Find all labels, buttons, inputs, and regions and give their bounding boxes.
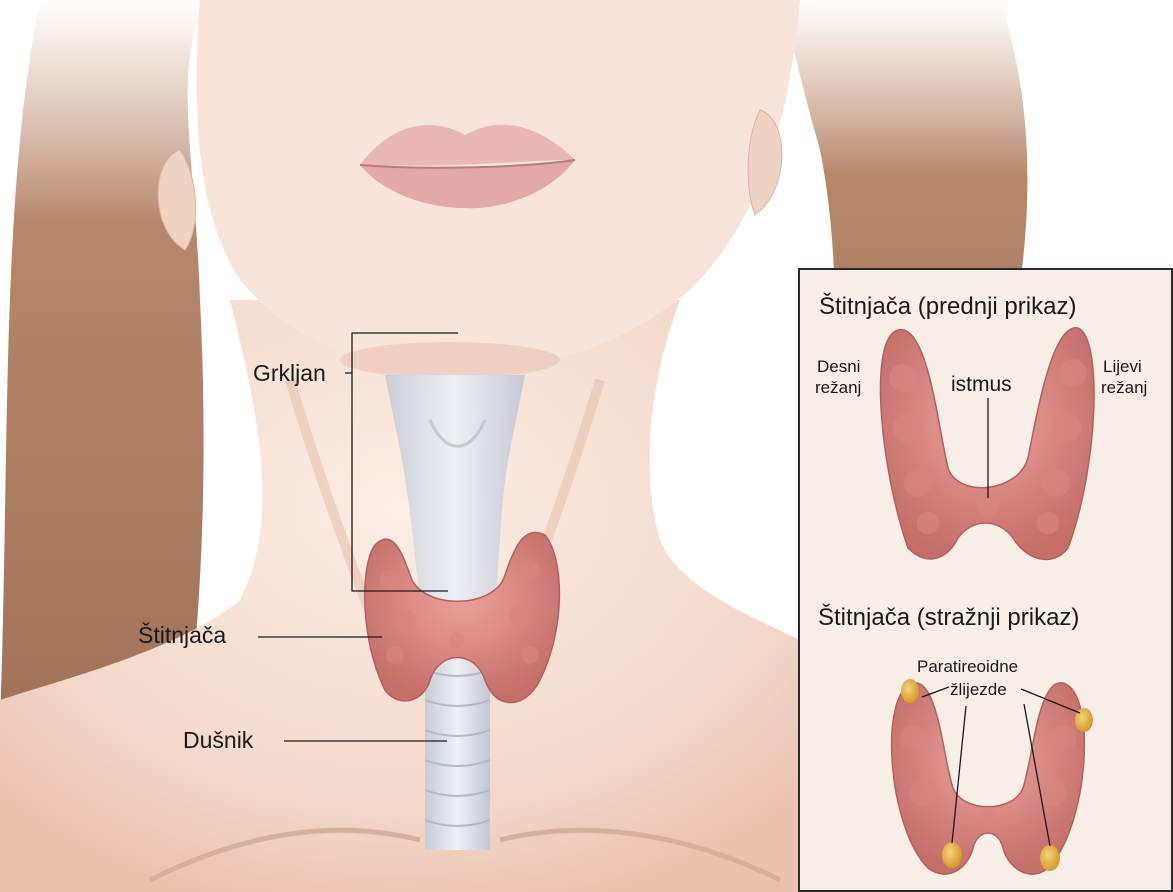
label-istmus: istmus (951, 374, 1012, 395)
parathyroid-lower-right (1040, 845, 1060, 871)
label-lijevi-line2: režanj (1101, 378, 1147, 398)
thyroid-front-view (880, 328, 1094, 560)
label-lijevi-line1: Lijevi (1103, 357, 1142, 377)
label-zlijezde: žlijezde (950, 680, 1007, 700)
parathyroid-upper-left (901, 679, 919, 703)
label-desni-line2: režanj (815, 378, 861, 398)
label-stitnjaca: Štitnjača (138, 624, 226, 647)
label-grkljan: Grkljan (253, 362, 326, 385)
label-paratireoidne: Paratireoidne (917, 657, 1018, 677)
thyroid-back-view (892, 683, 1085, 874)
inset-title-back: Štitnjača (stražnji prikaz) (818, 606, 1079, 630)
parathyroid-lower-left (942, 842, 962, 868)
label-desni-line1: Desni (817, 357, 860, 377)
inset-title-front: Štitnjača (prednji prikaz) (819, 295, 1076, 319)
label-dusnik: Dušnik (183, 729, 253, 752)
